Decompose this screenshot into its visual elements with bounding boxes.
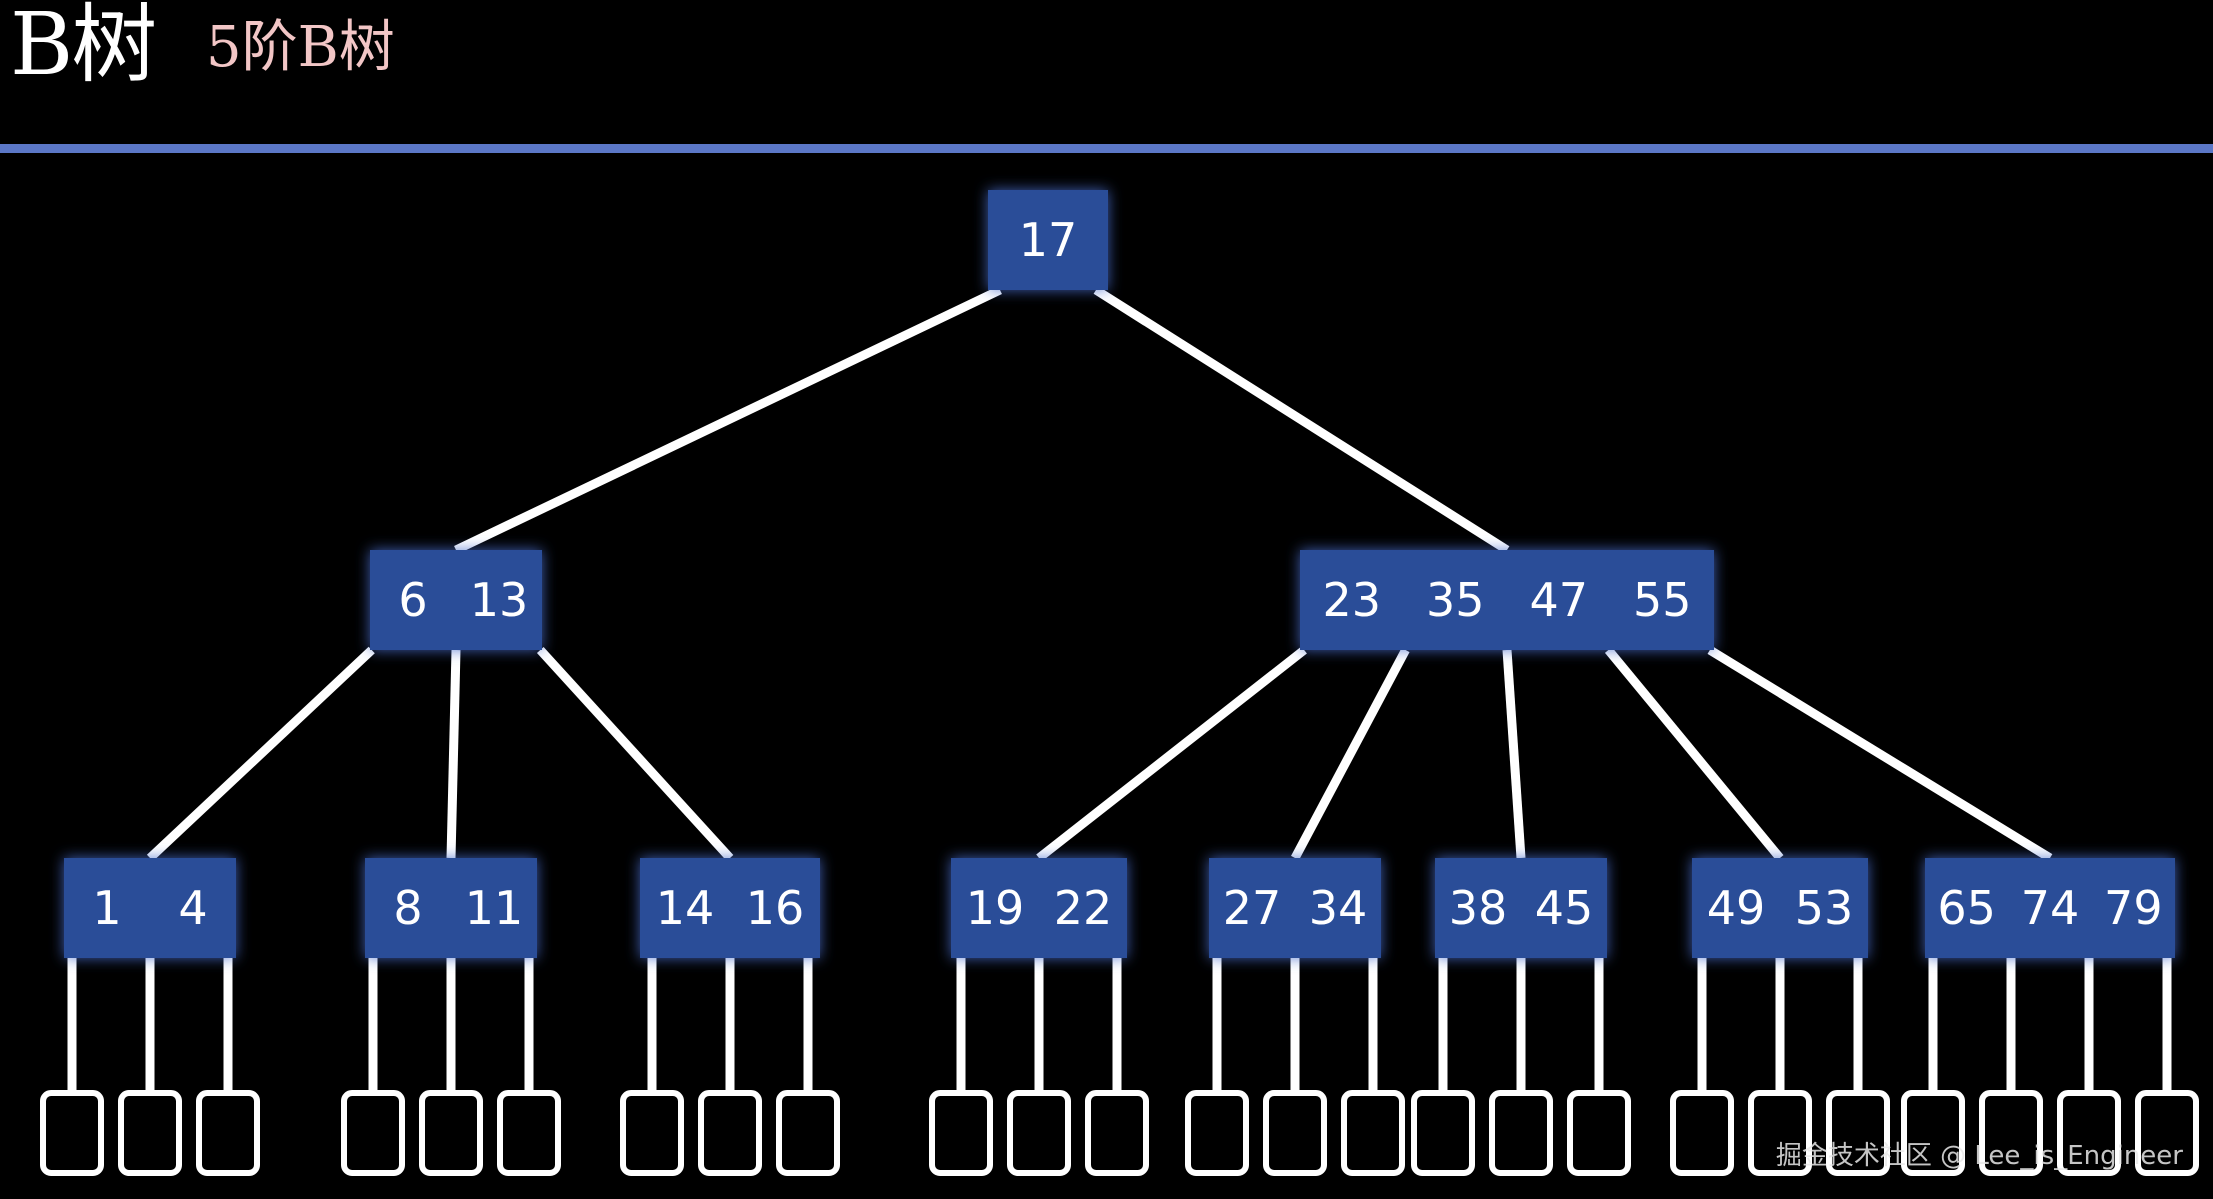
leaf-node-key: 8	[393, 881, 422, 935]
null-pointer-box	[2135, 1090, 2199, 1176]
leaf-node: 38 45	[1435, 858, 1607, 958]
null-pointer-box	[1979, 1090, 2043, 1176]
leaf-node-key: 74	[2021, 881, 2080, 935]
null-pointer-box	[1263, 1090, 1327, 1176]
null-pointer-box	[1826, 1090, 1890, 1176]
internal-node-key: 47	[1529, 573, 1588, 627]
null-pointer-box	[1411, 1090, 1475, 1176]
page-subtitle: 5阶B树	[206, 15, 395, 80]
null-pointer-box	[1901, 1090, 1965, 1176]
leaf-node-box	[1209, 858, 1381, 958]
leaf-node-key: 1	[92, 881, 121, 935]
leaf-node-key: 79	[2104, 881, 2163, 935]
null-pointer-box	[776, 1090, 840, 1176]
null-pointer-layer	[40, 958, 2199, 1176]
internal-node-key: 55	[1633, 573, 1692, 627]
null-pointer-box	[1085, 1090, 1149, 1176]
leaf-node: 27 34	[1209, 858, 1381, 958]
edge-internal-to-leaf	[446, 649, 461, 859]
internal-node-key: 6	[398, 573, 427, 627]
leaf-node-key: 22	[1054, 881, 1113, 935]
internal-node-box	[1300, 550, 1714, 650]
null-pointer-box	[1185, 1090, 1249, 1176]
leaf-node-box	[1692, 858, 1868, 958]
edge-internal-to-leaf	[1604, 647, 1784, 861]
leaf-node-key: 19	[966, 881, 1025, 935]
root-node-key: 17	[1019, 213, 1078, 267]
internal-node: 6 13	[370, 550, 542, 650]
root-node: 17	[988, 190, 1108, 290]
leaf-node-key: 27	[1223, 881, 1282, 935]
null-pointer-box	[1567, 1090, 1631, 1176]
null-pointer-box	[929, 1090, 993, 1176]
edge-internal-to-leaf	[146, 646, 375, 862]
null-pointer-box	[1007, 1090, 1071, 1176]
leaf-node-key: 4	[178, 881, 207, 935]
root-node-box	[988, 190, 1108, 290]
null-pointer-box	[2057, 1090, 2121, 1176]
leaf-node: 49 53	[1692, 858, 1868, 958]
null-pointer-box	[40, 1090, 104, 1176]
null-pointer-box	[1341, 1090, 1405, 1176]
leaf-node: 65 74 79	[1925, 858, 2175, 958]
null-pointer-box	[1748, 1090, 1812, 1176]
leaf-node-key: 53	[1795, 881, 1854, 935]
edge-root-to-internal	[454, 285, 1002, 555]
leaf-node-box	[640, 858, 820, 958]
leaf-node-box	[365, 858, 537, 958]
edge-root-to-internal	[1093, 286, 1510, 554]
edge-internal-to-leaf	[1036, 646, 1307, 862]
null-pointer-box	[118, 1090, 182, 1176]
watermark: 掘金技术社区 @ Lee_is_Engineer	[1775, 1141, 2183, 1171]
edge-internal-to-leaf	[1502, 649, 1526, 859]
internal-node-key: 35	[1426, 573, 1485, 627]
leaf-node-key: 38	[1449, 881, 1508, 935]
edge-internal-to-leaf	[536, 646, 734, 862]
leaf-node-key: 45	[1535, 881, 1594, 935]
leaf-node-key: 14	[656, 881, 715, 935]
null-pointer-box	[196, 1090, 260, 1176]
null-pointer-box	[419, 1090, 483, 1176]
leaf-node-key: 11	[465, 881, 524, 935]
edges-layer	[146, 285, 2053, 862]
internal-node-key: 23	[1322, 573, 1381, 627]
title-divider	[0, 144, 2213, 153]
null-pointer-box	[620, 1090, 684, 1176]
internal-node-box	[370, 550, 542, 650]
null-pointer-box	[698, 1090, 762, 1176]
null-pointer-box	[1670, 1090, 1734, 1176]
leaf-node-key: 34	[1309, 881, 1368, 935]
leaf-node-box	[64, 858, 236, 958]
leaf-node-box	[1925, 858, 2175, 958]
null-pointer-box	[497, 1090, 561, 1176]
leaf-node-key: 49	[1707, 881, 1766, 935]
leaf-node-box	[1435, 858, 1607, 958]
edge-internal-to-leaf	[1291, 647, 1410, 861]
leaf-node-box	[951, 858, 1127, 958]
leaf-node-key: 16	[746, 881, 805, 935]
internal-node: 23 35 47 55	[1300, 550, 1714, 650]
leaf-node-key: 65	[1937, 881, 1996, 935]
leaf-node: 8 11	[365, 858, 537, 958]
page-title: B树	[10, 0, 157, 95]
null-pointer-box	[341, 1090, 405, 1176]
null-pointer-box	[1489, 1090, 1553, 1176]
edge-internal-to-leaf	[1707, 646, 2053, 862]
internal-node-key: 13	[470, 573, 529, 627]
leaf-node: 14 16	[640, 858, 820, 958]
